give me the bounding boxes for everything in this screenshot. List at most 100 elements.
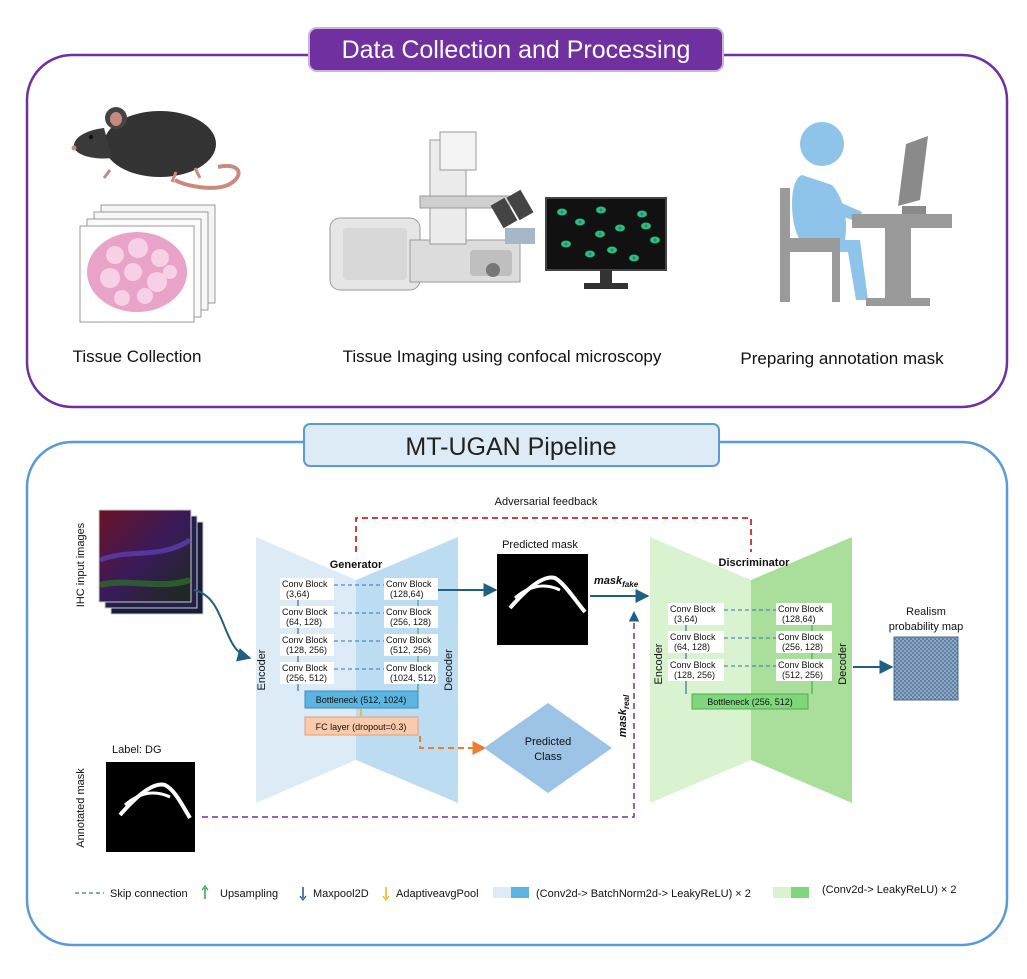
- legend-up: Upsampling: [220, 888, 278, 900]
- monitor-cells-icon: [545, 197, 667, 289]
- adversarial-feedback-label: Adversarial feedback: [495, 496, 598, 508]
- generator-encoder-label: Encoder: [256, 649, 268, 690]
- ihc-input-image-stack: [98, 509, 204, 615]
- disc-dec-block-1-dims: (128,64): [782, 614, 816, 624]
- label-dg: Label: DG: [112, 744, 162, 756]
- disc-dec-block-2-dims: (256, 128): [782, 642, 823, 652]
- gen-dec-block-2-dims: (256, 128): [390, 617, 431, 627]
- real-mask-line: [202, 610, 640, 818]
- gen-dec-block-1-title: Conv Block: [386, 579, 432, 589]
- tissue-slides-icon: [79, 204, 216, 323]
- disc-enc-block-2-dims: (64, 128): [674, 642, 710, 652]
- adversarial-feedback-line: [355, 517, 752, 552]
- generator-bottleneck: [304, 690, 419, 709]
- disc-enc-block-1: [668, 603, 724, 625]
- disc-enc-block-3-title: Conv Block: [670, 660, 716, 670]
- gen-dec-block-3-title: Conv Block: [386, 635, 432, 645]
- discriminator: Discriminator Encoder Decoder Conv Block…: [650, 537, 852, 803]
- gen-dec-block-3-dims: (512, 256): [390, 645, 431, 655]
- legend-blue-block: (Conv2d-> BatchNorm2d-> LeakyReLU) × 2: [536, 888, 751, 900]
- predicted-class-label-1: Predicted: [525, 736, 571, 748]
- mouse-icon: [71, 107, 241, 190]
- disc-dec-block-2: [776, 631, 832, 653]
- gen-enc-block-1-dims: (3,64): [286, 589, 310, 599]
- disc-dec-block-3: [776, 659, 832, 681]
- confocal-microscope-icon: [329, 131, 535, 291]
- annotated-mask-image: [106, 762, 195, 852]
- gen-enc-block-4-dims: (256, 512): [286, 673, 327, 683]
- discriminator-bottleneck-label: Bottleneck (256, 512): [707, 697, 793, 707]
- mask-real-label: maskreal: [617, 694, 631, 737]
- disc-enc-block-2-title: Conv Block: [670, 632, 716, 642]
- discriminator-conv-blocks: Conv Block(3,64)Conv Block(128,64)Conv B…: [668, 603, 832, 694]
- annotator-at-desk-icon: [780, 122, 952, 306]
- input-to-generator-arrow: [193, 589, 252, 662]
- legend-green-swatch-light: [773, 887, 791, 898]
- realism-label-2: probability map: [889, 621, 964, 633]
- disc-dec-block-2-title: Conv Block: [778, 632, 824, 642]
- panel-title-mt-ugan: MT-UGAN Pipeline: [405, 433, 616, 461]
- generator-decoder-label: Decoder: [443, 649, 455, 691]
- step-tissue-imaging: Tissue Imaging using confocal microscopy: [343, 347, 662, 366]
- disc-dec-block-1: [776, 603, 832, 625]
- generator-title: Generator: [330, 559, 383, 571]
- generator-fc-label: FC layer (dropout=0.3): [316, 722, 407, 732]
- gen-enc-block-2: [280, 606, 334, 628]
- disc-enc-block-3-dims: (128, 256): [674, 670, 715, 680]
- generator-fc-layer: [304, 716, 419, 736]
- ihc-input-label: IHC input images: [75, 522, 87, 607]
- predicted-mask-label: Predicted mask: [502, 539, 578, 551]
- gen-dec-block-2: [384, 606, 438, 628]
- legend-blue-swatch-dark: [511, 887, 529, 898]
- legend-down: Maxpool2D: [313, 888, 369, 900]
- gen-enc-block-2-title: Conv Block: [282, 607, 328, 617]
- predicted-class-label-2: Class: [534, 751, 562, 763]
- gen-enc-block-4: [280, 662, 334, 684]
- gen-enc-block-1: [280, 578, 334, 600]
- realism-label-1: Realism: [906, 606, 946, 618]
- step-tissue-collection: Tissue Collection: [73, 347, 202, 366]
- legend-green-block: (Conv2d-> LeakyReLU) × 2: [822, 884, 957, 896]
- legend-adaptive: AdaptiveavgPool: [396, 888, 479, 900]
- fc-to-class-arrow: [419, 736, 487, 755]
- gen-dec-block-4: [384, 662, 438, 684]
- gen-dec-block-3: [384, 634, 438, 656]
- discriminator-encoder-label: Encoder: [653, 643, 665, 684]
- gen-dec-block-4-title: Conv Block: [386, 663, 432, 673]
- gen-enc-block-3: [280, 634, 334, 656]
- gen-dec-block-4-dims: (1024, 512): [390, 673, 436, 683]
- panel-title-data-collection: Data Collection and Processing: [342, 36, 691, 64]
- gen-enc-block-2-dims: (64, 128): [286, 617, 322, 627]
- legend-skip: Skip connection: [110, 888, 188, 900]
- generator-conv-blocks: Conv Block(3,64)Conv Block(128,64)Conv B…: [280, 578, 438, 691]
- discriminator-decoder-label: Decoder: [837, 643, 849, 685]
- disc-dec-block-1-title: Conv Block: [778, 604, 824, 614]
- discriminator-bottleneck: [691, 693, 809, 710]
- gen-enc-block-3-dims: (128, 256): [286, 645, 327, 655]
- gen-enc-block-3-title: Conv Block: [282, 635, 328, 645]
- generator: Generator Encoder Decoder Conv Block(3,6…: [256, 537, 458, 803]
- legend: Skip connection Upsampling Maxpool2D Ada…: [75, 884, 957, 901]
- discriminator-title: Discriminator: [719, 557, 791, 569]
- legend-blue-swatch-light: [493, 887, 511, 898]
- gen-dec-block-2-title: Conv Block: [386, 607, 432, 617]
- disc-enc-block-2: [668, 631, 724, 653]
- step-annotation-mask: Preparing annotation mask: [740, 349, 944, 368]
- generator-bottleneck-label: Bottleneck (512, 1024): [316, 695, 407, 705]
- mt-ugan-panel: MT-UGAN Pipeline Adversarial feedback IH…: [25, 423, 1009, 947]
- data-collection-panel: Data Collection and Processing T: [25, 27, 1009, 409]
- gen-dec-block-1: [384, 578, 438, 600]
- predicted-class-diamond: [484, 703, 612, 793]
- predicted-mask-image: [497, 554, 588, 645]
- annotated-mask-label: Annotated mask: [75, 768, 87, 848]
- disc-enc-block-1-dims: (3,64): [674, 614, 698, 624]
- gen-enc-block-1-title: Conv Block: [282, 579, 328, 589]
- gen-enc-block-4-title: Conv Block: [282, 663, 328, 673]
- disc-enc-block-3: [668, 659, 724, 681]
- legend-green-swatch-dark: [791, 887, 809, 898]
- disc-dec-block-3-dims: (512, 256): [782, 670, 823, 680]
- gen-dec-block-1-dims: (128,64): [390, 589, 424, 599]
- mask-fake-label: maskfake: [594, 575, 639, 589]
- disc-enc-block-1-title: Conv Block: [670, 604, 716, 614]
